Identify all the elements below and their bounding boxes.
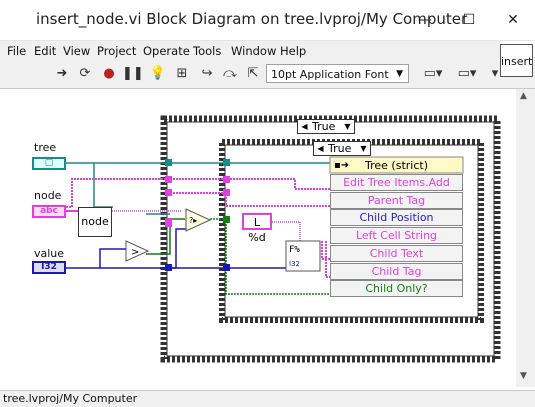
vertical-scrollbar[interactable]: ▲ ▼ xyxy=(516,89,535,387)
node-terminal[interactable]: abc xyxy=(32,205,66,218)
step-into-icon[interactable]: ↪ xyxy=(201,66,213,81)
bool-wire-1 xyxy=(146,218,185,255)
menu-edit[interactable]: Edit xyxy=(34,44,57,58)
select-symbol: ?▸ xyxy=(189,216,197,225)
title-bar: insert_node.vi Block Diagram on tree.lvp… xyxy=(0,0,535,41)
child-only-wire xyxy=(210,218,330,295)
refnum-branch-wire xyxy=(93,163,113,208)
value-terminal[interactable]: I32 xyxy=(32,261,66,274)
menu-window[interactable]: Window xyxy=(231,44,277,58)
minimize-button[interactable]: — xyxy=(418,12,432,28)
chevron-down-icon: ▼ xyxy=(396,69,403,79)
outer-case-value: True xyxy=(312,120,336,133)
close-button[interactable]: ✕ xyxy=(507,12,519,28)
step-out-icon[interactable]: ⇱ xyxy=(247,66,259,81)
property-node-item[interactable]: Child Tag xyxy=(330,262,463,280)
property-node-item[interactable]: Left Cell String xyxy=(330,227,463,245)
menu-operate[interactable]: Operate xyxy=(143,44,190,58)
format-string-wire xyxy=(272,221,301,244)
pause-icon[interactable]: ❚❚ xyxy=(122,66,144,81)
abort-icon[interactable]: ● xyxy=(103,66,115,81)
reorder-icon[interactable]: ▾ xyxy=(491,66,499,81)
tunnel xyxy=(165,176,172,183)
tunnel xyxy=(223,176,230,183)
format-into-string-icon xyxy=(285,240,321,272)
child-tag-wire xyxy=(325,241,330,278)
menu-file[interactable]: File xyxy=(7,44,27,58)
run-arrow-icon[interactable]: ➜ xyxy=(56,66,68,81)
int-branch-wire xyxy=(99,248,126,268)
inner-case-value: True xyxy=(328,142,352,155)
property-node-item[interactable]: Edit Tree Items.Add Item xyxy=(330,174,463,205)
format-int-glyph: I32 xyxy=(289,260,300,268)
chevron-down-icon[interactable]: ▼ xyxy=(344,122,351,131)
context-help-icon[interactable]: insert xyxy=(500,44,533,77)
tunnel xyxy=(165,189,172,196)
outer-case-selector[interactable]: ◀ True ▼ xyxy=(297,119,355,134)
greater-than-symbol: > xyxy=(131,247,139,258)
maximize-button[interactable]: ☐ xyxy=(462,12,476,28)
menu-view[interactable]: View xyxy=(63,44,91,58)
chevron-left-icon[interactable]: ◀ xyxy=(301,122,308,131)
menu-help[interactable]: Help xyxy=(280,44,307,58)
parent-tag-wire xyxy=(170,192,330,207)
property-node-item[interactable]: Child Only? xyxy=(330,280,463,298)
refnum-icon: ▪➜ xyxy=(334,160,350,171)
node-label: node xyxy=(34,189,62,202)
distribute-objects-icon[interactable]: ▭▾ xyxy=(457,66,477,81)
font-select[interactable]: 10pt Application Font ▼ xyxy=(266,64,409,83)
child-text-wire xyxy=(321,241,330,260)
property-node-item[interactable]: Child Text xyxy=(330,244,463,262)
menu-tools[interactable]: Tools xyxy=(193,44,222,58)
chevron-left-icon[interactable]: ◀ xyxy=(317,144,324,153)
menu-bar: File Edit View Project Operate Tools Win… xyxy=(0,41,500,61)
property-node-item[interactable]: Parent Tag xyxy=(330,191,463,209)
inner-case-frame xyxy=(219,139,484,323)
toolbar: ➜ ⟳ ● ❚❚ 💡 ⊞ ↪ ⤼ ⇱ 10pt Application Font… xyxy=(0,61,535,89)
scroll-up-icon[interactable]: ▲ xyxy=(520,91,527,101)
window-title: insert_node.vi Block Diagram on tree.lvp… xyxy=(36,10,468,28)
greater-than-icon xyxy=(125,240,150,262)
tunnel xyxy=(165,264,172,271)
retain-wire-values-icon[interactable]: ⊞ xyxy=(176,66,188,81)
select-icon xyxy=(185,208,212,232)
tunnel xyxy=(165,218,172,227)
property-node-header xyxy=(329,156,464,174)
tunnel xyxy=(223,216,230,223)
tree-terminal[interactable]: ▢ xyxy=(32,157,66,170)
highlight-execution-icon[interactable]: 💡 xyxy=(149,66,167,81)
inner-case-selector[interactable]: ◀ True ▼ xyxy=(313,141,371,156)
tree-label: tree xyxy=(34,141,57,154)
string-wire-add-item xyxy=(66,178,330,208)
align-objects-icon[interactable]: ▭▾ xyxy=(423,66,443,81)
tunnel xyxy=(223,159,230,166)
step-over-icon[interactable]: ⤼ xyxy=(223,66,237,81)
menu-project[interactable]: Project xyxy=(97,44,137,58)
chevron-down-icon[interactable]: ▼ xyxy=(360,144,367,153)
format-glyph: F% xyxy=(289,245,300,255)
tunnel xyxy=(223,189,230,196)
property-node-class[interactable]: ▪➜ Tree (strict) xyxy=(330,157,463,174)
format-string-constant[interactable]: L %d xyxy=(242,213,272,244)
scroll-down-icon[interactable]: ▼ xyxy=(520,371,527,381)
property-node-item[interactable]: Child Position xyxy=(330,209,463,227)
node-subvi[interactable]: node xyxy=(78,207,112,237)
status-project-path: tree.lvproj/My Computer xyxy=(3,392,138,405)
value-label: value xyxy=(34,247,65,260)
run-continuously-icon[interactable]: ⟳ xyxy=(79,66,91,81)
status-bar: tree.lvproj/My Computer xyxy=(0,390,535,407)
block-diagram[interactable]: > ?▸ F% I32 tree ▢ node abc value I32 no… xyxy=(0,89,516,387)
font-select-value: 10pt Application Font xyxy=(271,68,389,81)
property-node-class-label: Tree (strict) xyxy=(365,159,428,172)
tunnel xyxy=(165,159,172,166)
tunnel xyxy=(223,264,230,271)
